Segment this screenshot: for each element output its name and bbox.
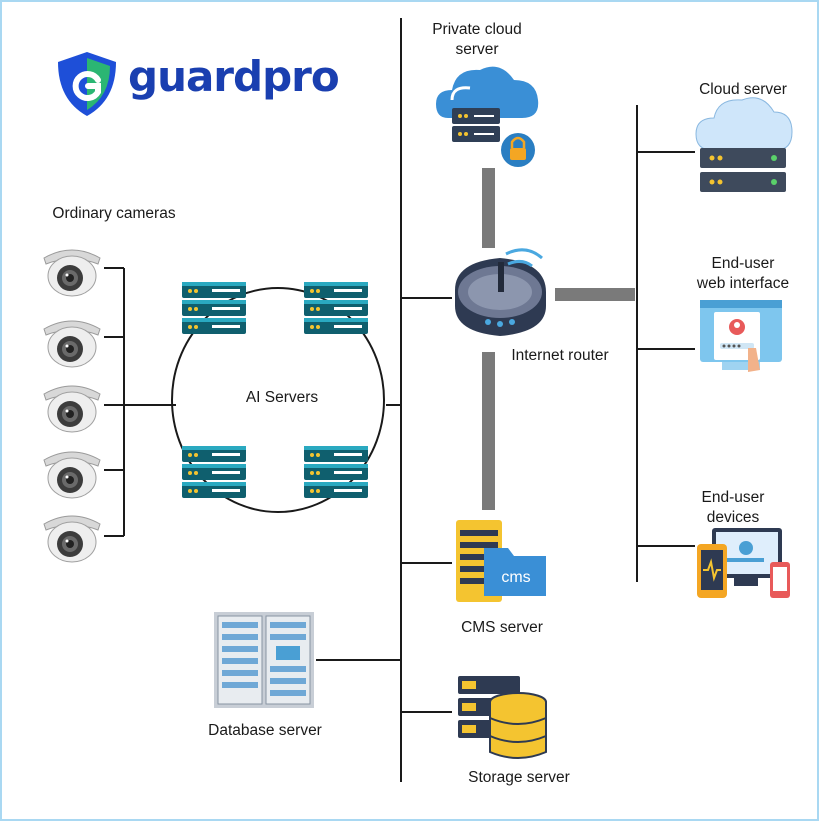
private-cloud-router-link [482,168,495,248]
cloud-server-icon [695,97,793,192]
internet-router-label: Internet router [511,347,609,364]
cms-badge: cms [501,569,530,586]
shield-g-icon [58,52,116,116]
camera-bracket [104,267,176,537]
camera-icon [43,385,101,433]
ai-servers-label: AI Servers [245,389,319,406]
ai-server-icon [304,282,368,334]
storage-server-icon [458,676,547,759]
private-cloud-server-icon [436,66,539,167]
ai-servers-ring [171,287,385,513]
camera-icon [43,515,101,563]
private-cloud-label: Private cloud server [432,21,522,58]
cms-server-icon [456,520,546,602]
web-interface-label: End-user web interface [696,255,790,292]
router-cloud-link [555,288,635,301]
ai-server-icon [182,446,246,498]
ordinary-cameras-label: Ordinary cameras [52,205,176,222]
brand-name: guardpro [128,52,340,101]
camera-icon [43,451,101,499]
router-icon [455,248,546,336]
router-cms-link [482,352,495,510]
camera-icon [43,249,101,297]
cms-server-label: CMS server [461,619,543,636]
database-rack-icon [214,612,314,708]
database-server-label: Database server [208,722,322,739]
cloud-server-label: Cloud server [699,81,787,98]
storage-server-label: Storage server [468,769,570,786]
web-login-icon [700,300,782,372]
ai-server-icon [304,446,368,498]
ai-server-icon [182,282,246,334]
camera-icon [43,320,101,368]
devices-label: End-user devices [701,489,765,526]
devices-icon [697,528,790,598]
